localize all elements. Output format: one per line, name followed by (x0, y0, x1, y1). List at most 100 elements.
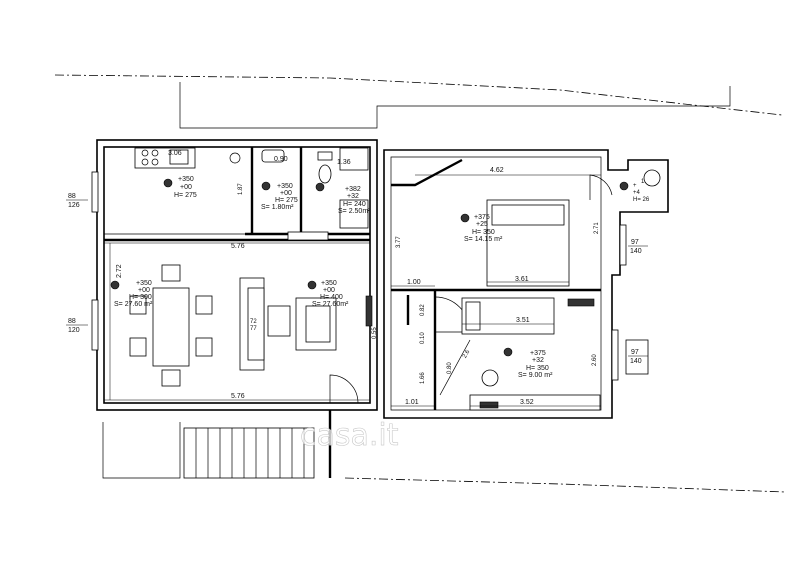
corridor-dim-b: 0.10 (420, 332, 426, 344)
kitchen-fixture (229, 152, 241, 164)
level-marker-icon (315, 182, 325, 192)
toilet (318, 164, 332, 184)
stairs (183, 427, 315, 479)
property-boundary-top (54, 74, 783, 116)
living-level-right-4: S= 27.60m² (312, 301, 349, 308)
level-marker-icon (460, 213, 470, 223)
chair (195, 295, 213, 315)
neighbour-wall-top (179, 82, 731, 129)
corridor-dim-bottom: 1.01 (405, 399, 419, 406)
bath-door-hatch (287, 231, 329, 241)
bedroom2-level-1: +375 (530, 350, 546, 357)
small-room-level-3: H= 26 (633, 197, 650, 203)
left-wall-note-lower-2: 120 (68, 327, 80, 334)
stove-burner (141, 158, 149, 166)
bedroom1-level-3: H= 350 (472, 229, 495, 236)
living-dim-bottom: 5.76 (231, 393, 245, 400)
bed-pillows (491, 204, 565, 226)
toilet-tank (317, 151, 333, 161)
bedroom1-dim-left: 3.77 (396, 236, 402, 248)
right-unit-inner-wall (390, 156, 602, 411)
radiator (567, 298, 595, 307)
level-marker-icon (503, 347, 513, 357)
corridor-diag-line (439, 339, 471, 396)
right-wall-note-lower-2: 140 (630, 358, 642, 365)
bedroom2-level-3: H= 350 (526, 365, 549, 372)
living-level-right-2: +00 (323, 287, 335, 294)
coffee-table (267, 305, 291, 337)
living-dim-side: 2.72 (116, 264, 123, 278)
right-wall-note-lower-1: 97 (631, 349, 639, 356)
bath2-washbasin (339, 199, 369, 229)
chair (161, 369, 181, 387)
corridor-dim-top: 1.00 (407, 279, 421, 286)
stove-burner (151, 158, 159, 166)
chair (161, 264, 181, 282)
sofa-seat (247, 287, 265, 361)
right-window-upper (619, 224, 627, 266)
dining-table (152, 287, 190, 367)
chair (129, 337, 147, 357)
coffee-table-label-2: 77 (250, 326, 257, 332)
boiler (643, 169, 661, 187)
kitchen-level-1: +350 (178, 176, 194, 183)
tv-cabinet (365, 295, 373, 327)
bedroom2-level-4: S= 9.00 m² (518, 372, 553, 379)
living-level-left-3: H= 300 (129, 294, 152, 301)
coffee-table-label-1: 72 (250, 319, 257, 325)
small-room-level-1: + (633, 183, 637, 189)
armchair-seat (305, 305, 331, 343)
bath-partitions (104, 147, 370, 242)
small-room-level-2: +4 (633, 190, 641, 196)
right-wall-note-upper-1: 97 (631, 239, 639, 246)
bath2-shower (339, 147, 369, 171)
neighbour-wall-left (102, 422, 181, 479)
bedroom1-level-2: +25 (476, 221, 488, 228)
watermark: casa.it (300, 418, 399, 453)
bedroom1-level-1: +375 (474, 214, 490, 221)
bath1-level-4: S= 1.80m² (261, 204, 294, 211)
kitchen-level-2: +00 (180, 184, 192, 191)
bath2-level-4: S= 2.50m² (338, 208, 371, 215)
bath2-level-3: H= 240 (343, 201, 366, 208)
bath1-dim-width: 0.90 (274, 156, 288, 163)
bedroom1-level-4: S= 14.15 m² (464, 236, 503, 243)
bath1-level-3: H= 275 (275, 197, 298, 204)
bedroom1-dim-top: 4.62 (490, 167, 504, 174)
living-dim-top: 5.76 (231, 243, 245, 250)
bath1-level-2: +00 (280, 190, 292, 197)
living-dim-right: 0.55 (372, 327, 378, 339)
bath2-level-1: +382 (345, 186, 361, 193)
stove-burner (151, 149, 159, 157)
kitchen-dim-height: 1.87 (238, 183, 244, 195)
living-level-right-3: H= 400 (320, 294, 343, 301)
level-marker-icon (307, 280, 317, 290)
stove-burner (141, 149, 149, 157)
corridor-dim-a: 0.82 (420, 304, 426, 316)
entry-door-swing (329, 374, 359, 404)
bedroom1-dim-bed: 3.61 (515, 276, 529, 283)
corridor-dim-diag: 2.6 (462, 349, 472, 360)
left-wall-note-upper-1: 88 (68, 193, 76, 200)
corridor-dim-c: 1.66 (420, 372, 426, 384)
bath1-sink (261, 149, 285, 163)
desk-monitor (479, 401, 499, 409)
level-marker-icon (261, 181, 271, 191)
external-unit (625, 339, 649, 375)
bath2-level-2: +32 (347, 193, 359, 200)
right-window-lower (611, 329, 619, 381)
bedroom2-dim-bottom: 3.52 (520, 399, 534, 406)
right-wall-note-upper-2: 140 (630, 248, 642, 255)
bedroom2-dim-right: 2.60 (592, 354, 598, 366)
bath1-level-1: +350 (277, 183, 293, 190)
level-marker-icon (163, 178, 173, 188)
level-marker-icon (110, 280, 120, 290)
chair (129, 295, 147, 315)
living-level-right-1: +350 (321, 280, 337, 287)
left-wall-note-lower-1: 88 (68, 318, 76, 325)
kitchen-level-3: H= 275 (174, 192, 197, 199)
kitchen-sink (169, 149, 189, 165)
left-window-lower (91, 299, 99, 351)
bedroom1-dim-right: 2.71 (594, 222, 600, 234)
